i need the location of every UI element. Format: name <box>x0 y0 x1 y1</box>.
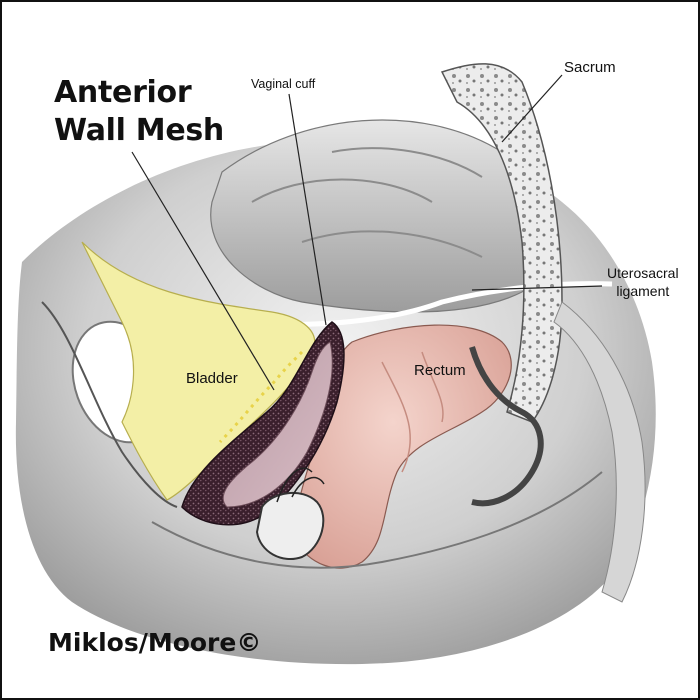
uterosacral-line-2: ligament <box>616 283 670 299</box>
bowel-fold-lines <box>251 147 483 258</box>
anterior-wall-mesh-label: Anterior Wall Mesh <box>54 74 224 150</box>
uterosacral-ligament-label: Uterosacral ligament <box>607 264 679 300</box>
introitus-detail <box>276 467 325 503</box>
vaginal-canal <box>222 341 333 508</box>
title-line-1: Anterior <box>54 75 192 110</box>
perineum-outline <box>151 471 603 569</box>
vaginal-introitus <box>255 491 325 560</box>
title-line-2: Wall Mesh <box>54 113 224 148</box>
rectum-label: Rectum <box>414 362 466 379</box>
leader-sacrum <box>501 74 563 143</box>
anterior-wall-outline <box>41 301 178 508</box>
anterior-wall-mesh <box>181 321 345 526</box>
bladder-label: Bladder <box>186 370 238 387</box>
posterior-muscle <box>553 301 646 603</box>
copyright-text: Miklos/Moore© <box>48 628 262 657</box>
leader-anterior-mesh <box>131 151 275 391</box>
uterosacral-line-1: Uterosacral <box>607 265 679 281</box>
sacrum-label: Sacrum <box>564 59 616 76</box>
rectum-dark-margin <box>469 346 544 507</box>
leader-uterosacral <box>471 285 603 291</box>
leader-vaginal-cuff <box>288 93 327 326</box>
rectum-folds <box>381 351 444 473</box>
sacrum-bone <box>440 63 563 423</box>
vaginal-cuff-label: Vaginal cuff <box>251 77 316 91</box>
